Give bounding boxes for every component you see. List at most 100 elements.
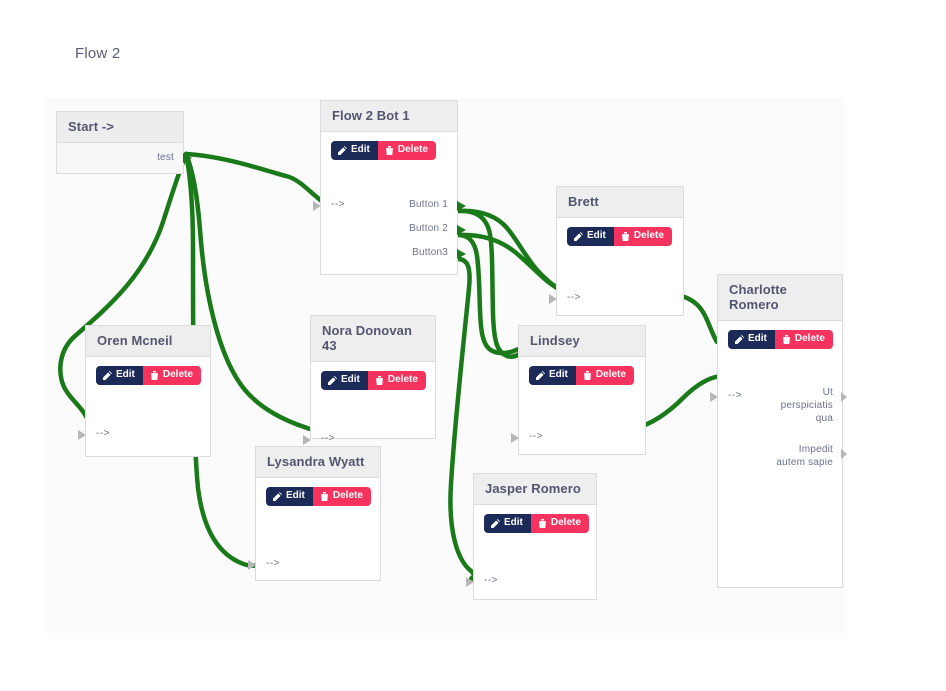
edit-button[interactable]: Edit: [96, 366, 143, 385]
edit-button[interactable]: Edit: [484, 514, 531, 533]
delete-button-label: Delete: [387, 374, 418, 385]
edit-button[interactable]: Edit: [567, 227, 614, 246]
port-in-nora-donovan-43[interactable]: -->: [321, 433, 335, 444]
delete-button-label: Delete: [595, 369, 626, 380]
node-jasper-romero[interactable]: Jasper Romero Edit Delete: [466, 473, 597, 600]
port-in-lysandra-wyatt[interactable]: -->: [266, 558, 280, 569]
delete-button-label: Delete: [162, 369, 193, 380]
connector-in-oren-mcneil[interactable]: [78, 430, 86, 440]
port-out-start-test[interactable]: test: [157, 152, 174, 163]
port-out-button-3[interactable]: Button3: [412, 247, 448, 258]
delete-button[interactable]: Delete: [312, 487, 371, 506]
node-lysandra-wyatt[interactable]: Lysandra Wyatt Edit Delete: [248, 446, 381, 581]
node-lysandra-wyatt-actions: Edit Delete: [266, 487, 371, 506]
flow-header: Flow 2: [45, 25, 845, 98]
port-in-lindsey[interactable]: -->: [529, 431, 543, 442]
edge-start-to-bot: [183, 151, 336, 211]
edit-button[interactable]: Edit: [331, 141, 378, 160]
edit-icon: [574, 231, 583, 241]
port-in-brett[interactable]: -->: [567, 292, 581, 303]
node-brett[interactable]: Brett Edit Delete: [549, 186, 684, 316]
delete-button[interactable]: Delete: [142, 366, 201, 385]
edit-button-label: Edit: [748, 333, 767, 344]
node-start[interactable]: Start -> test: [56, 111, 192, 174]
node-nora-donovan-43-body: Edit Delete -->: [303, 362, 435, 451]
edit-button-label: Edit: [549, 369, 568, 380]
node-brett-title: Brett: [557, 187, 683, 218]
node-start-body: test: [57, 143, 192, 171]
node-flow2bot1[interactable]: Flow 2 Bot 1 Edit Delete: [313, 100, 466, 275]
edit-icon: [491, 518, 500, 528]
trash-icon: [320, 491, 329, 501]
delete-button[interactable]: Delete: [613, 227, 672, 246]
node-oren-mcneil[interactable]: Oren Mcneil Edit Delete: [78, 325, 211, 457]
node-charlotte-romero-body: Edit Delete --> Ut perspiciatis qua Impe…: [710, 321, 847, 600]
trash-icon: [621, 231, 630, 241]
port-out-charlotte-2[interactable]: Impedit autem sapie: [776, 444, 833, 468]
page-title: Flow 2: [75, 45, 121, 62]
connector-in-nora-donovan-43[interactable]: [303, 435, 311, 445]
port-out-button-2[interactable]: Button 2: [409, 223, 448, 234]
node-nora-donovan-43-actions: Edit Delete: [321, 371, 426, 390]
node-flow2bot1-title: Flow 2 Bot 1: [321, 101, 457, 132]
connector-in-brett[interactable]: [549, 294, 557, 304]
trash-icon: [538, 518, 547, 528]
port-in-flow2bot1[interactable]: -->: [331, 199, 345, 210]
trash-icon: [375, 375, 384, 385]
port-out-button-1[interactable]: Button 1: [409, 199, 448, 210]
edit-button[interactable]: Edit: [321, 371, 368, 390]
node-lindsey[interactable]: Lindsey Edit Delete: [511, 325, 646, 455]
node-charlotte-romero-title: Charlotte Romero: [718, 275, 842, 321]
delete-button[interactable]: Delete: [530, 514, 589, 533]
delete-button-label: Delete: [794, 333, 825, 344]
node-oren-mcneil-actions: Edit Delete: [96, 366, 201, 385]
node-oren-mcneil-body: Edit Delete -->: [78, 357, 210, 454]
connector-in-lysandra-wyatt[interactable]: [248, 560, 256, 570]
connector-out-button-1[interactable]: [457, 201, 466, 211]
node-charlotte-romero[interactable]: Charlotte Romero Edit Delete: [710, 274, 847, 588]
node-nora-donovan-43-title: Nora Donovan 43: [311, 316, 435, 362]
edit-button-label: Edit: [587, 230, 606, 241]
connector-out-button-3[interactable]: [457, 249, 466, 259]
port-out-charlotte-1[interactable]: Ut perspiciatis qua: [780, 387, 833, 424]
node-nora-donovan-43[interactable]: Nora Donovan 43 Edit Delete: [303, 315, 436, 445]
delete-button[interactable]: Delete: [377, 141, 436, 160]
connector-out-charlotte-2[interactable]: [841, 449, 847, 459]
edit-button-label: Edit: [341, 374, 360, 385]
edit-icon: [328, 375, 337, 385]
port-in-oren-mcneil[interactable]: -->: [96, 428, 110, 439]
trash-icon: [583, 370, 592, 380]
node-flow2bot1-body: Edit Delete --> Button 1 Button 2 Button…: [313, 132, 466, 272]
trash-icon: [782, 334, 791, 344]
edit-button[interactable]: Edit: [266, 487, 313, 506]
connector-in-flow2bot1[interactable]: [313, 201, 321, 211]
delete-button[interactable]: Delete: [774, 330, 833, 349]
node-brett-actions: Edit Delete: [567, 227, 672, 246]
connector-out-start-test[interactable]: [183, 153, 192, 163]
edit-icon: [273, 491, 282, 501]
connector-in-charlotte-romero[interactable]: [710, 392, 718, 402]
port-in-charlotte-romero[interactable]: -->: [728, 390, 742, 401]
edit-button-label: Edit: [286, 490, 305, 501]
edit-icon: [338, 145, 347, 155]
flow-canvas[interactable]: Start -> test Flow 2 Bot 1 Edit: [45, 98, 847, 633]
connector-in-jasper-romero[interactable]: [466, 577, 474, 587]
connector-out-button-2[interactable]: [457, 225, 466, 235]
node-jasper-romero-body: Edit Delete -->: [466, 505, 596, 597]
connector-out-charlotte-1[interactable]: [841, 392, 847, 402]
edit-button[interactable]: Edit: [728, 330, 775, 349]
port-in-jasper-romero[interactable]: -->: [484, 575, 498, 586]
connector-in-lindsey[interactable]: [511, 433, 519, 443]
trash-icon: [150, 370, 159, 380]
edit-button-label: Edit: [351, 144, 370, 155]
edit-button[interactable]: Edit: [529, 366, 576, 385]
node-flow2bot1-actions: Edit Delete: [331, 141, 436, 160]
node-oren-mcneil-title: Oren Mcneil: [86, 326, 210, 357]
node-jasper-romero-actions: Edit Delete: [484, 514, 589, 533]
delete-button-label: Delete: [397, 144, 428, 155]
delete-button[interactable]: Delete: [575, 366, 634, 385]
delete-button[interactable]: Delete: [367, 371, 426, 390]
edit-button-label: Edit: [504, 517, 523, 528]
delete-button-label: Delete: [550, 517, 581, 528]
edit-icon: [536, 370, 545, 380]
